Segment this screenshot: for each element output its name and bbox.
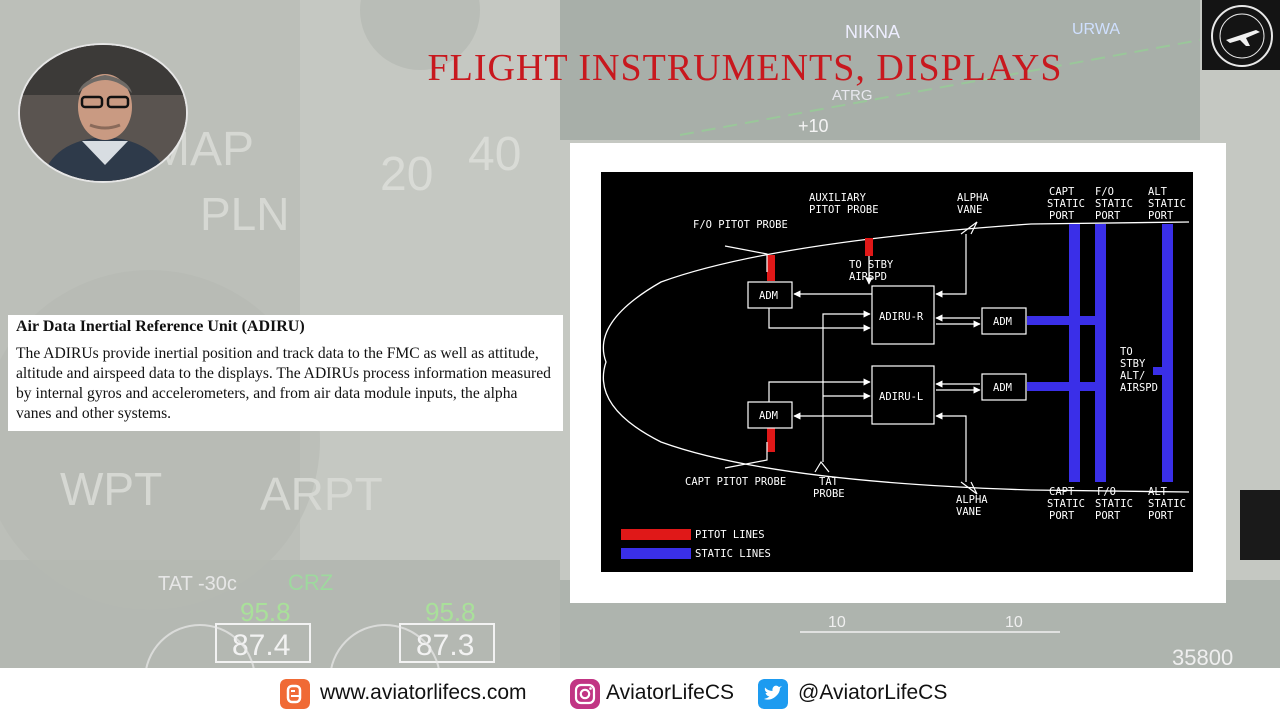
bg-n1-right-top: 95.8: [425, 597, 476, 627]
fo-pitot-line: [767, 255, 775, 281]
fuselage-outline: [602, 221, 1190, 493]
bg-num40: 40: [468, 128, 521, 181]
legend-pitot-label: PITOT LINES: [695, 529, 765, 541]
bg-n1-left: 87.4: [232, 629, 290, 662]
adm-r-static-connection: [1027, 316, 1105, 325]
aux-pitot-line: [865, 238, 873, 256]
label-capt-static-bot-2: STATIC: [1047, 498, 1085, 510]
label-adiru-l: ADIRU-L: [879, 391, 923, 403]
alt-static-line: [1162, 224, 1173, 482]
label-to-stby-2: AIRSPD: [849, 271, 887, 283]
adiru-heading: Air Data Inertial Reference Unit (ADIRU): [16, 318, 305, 335]
twitter-handle[interactable]: @AviatorLifeCS: [798, 681, 948, 704]
capt-pitot-line: [767, 428, 775, 452]
bg-arpt: ARPT: [260, 468, 383, 520]
label-capt-pitot-probe: CAPT PITOT PROBE: [685, 476, 786, 488]
label-adm-top-left: ADM: [759, 290, 778, 302]
bg-n1-right: 87.3: [416, 629, 474, 662]
twitter-icon[interactable]: [758, 679, 788, 709]
fo-pitot-probe-shape: [724, 245, 768, 272]
label-to-stby-alt-2: STBY: [1120, 358, 1146, 370]
label-tat-probe-1: TAT: [819, 476, 839, 488]
alpha-vane-bot-shape: [960, 481, 978, 495]
bg-num20: 20: [380, 148, 433, 201]
tat-probe-shape: [814, 460, 830, 473]
fo-static-line-top: [1095, 224, 1106, 482]
capt-static-line-top: [1069, 224, 1080, 482]
label-capt-static-bot-1: CAPT: [1049, 486, 1075, 498]
adm-box-top-right: [981, 307, 1027, 335]
label-aux-pitot-2: PITOT PROBE: [809, 204, 879, 216]
label-capt-static-1: CAPT: [1049, 186, 1075, 198]
bg-alt: 35800: [1172, 645, 1233, 670]
bg-nikna: NIKNA: [845, 22, 900, 42]
page-title: FLIGHT INSTRUMENTS, DISPLAYS: [427, 47, 1063, 89]
label-alt-static-2: STATIC: [1148, 198, 1186, 210]
label-alt-static-bot-1: ALT: [1148, 486, 1168, 498]
bg-ten-a: 10: [828, 614, 846, 631]
legend-static-swatch: [621, 548, 691, 559]
adm-box-top-left: [747, 281, 793, 309]
alpha-vane-top-shape: [960, 221, 978, 235]
bg-crz: CRZ: [288, 570, 333, 595]
bg-tat: TAT -30c: [158, 573, 237, 595]
label-tat-probe-2: PROBE: [813, 488, 845, 500]
presenter-avatar: [20, 45, 186, 181]
label-to-stby-alt-3: ALT/: [1120, 370, 1145, 382]
label-alpha-vane-top-2: VANE: [957, 204, 982, 216]
bg-pln: PLN: [200, 188, 289, 240]
label-alpha-vane-bot-1: ALPHA: [956, 494, 988, 506]
label-alt-static-bot-2: STATIC: [1148, 498, 1186, 510]
label-to-stby-alt-4: AIRSPD: [1120, 382, 1158, 394]
website-link[interactable]: www.aviatorlifecs.com: [320, 681, 527, 704]
channel-logo: [1202, 0, 1280, 70]
adm-box-bot-left: [747, 401, 793, 429]
air-data-system-diagram: F/O PITOT PROBE AUXILIARY PITOT PROBE TO…: [601, 172, 1193, 572]
adiru-description: The ADIRUs provide inertial position and…: [16, 345, 551, 422]
adm-l-static-connection: [1027, 382, 1105, 391]
label-alt-static-1: ALT: [1148, 186, 1168, 198]
presenter-webcam: [18, 43, 188, 183]
bg-atrg: ATRG: [832, 87, 873, 104]
capt-pitot-probe-shape: [724, 442, 768, 469]
adiru-r-box: [871, 285, 935, 345]
label-fo-static-3: PORT: [1095, 210, 1121, 222]
adiru-description-box: Air Data Inertial Reference Unit (ADIRU)…: [8, 315, 563, 431]
label-aux-pitot-1: AUXILIARY: [809, 192, 867, 204]
label-adiru-r: ADIRU-R: [879, 311, 924, 323]
label-capt-static-bot-3: PORT: [1049, 510, 1075, 522]
blogger-icon[interactable]: [280, 679, 310, 709]
bg-plus10: +10: [798, 116, 829, 136]
label-fo-static-bot-2: STATIC: [1095, 498, 1133, 510]
legend-pitot-swatch: [621, 529, 691, 540]
label-fo-pitot-probe: F/O PITOT PROBE: [693, 219, 788, 231]
adiru-l-box: [871, 365, 935, 425]
label-fo-static-1: F/O: [1095, 186, 1114, 198]
label-capt-static-3: PORT: [1049, 210, 1075, 222]
label-capt-static-2: STATIC: [1047, 198, 1085, 210]
instagram-handle[interactable]: AviatorLifeCS: [606, 681, 735, 704]
instagram-icon[interactable]: [570, 679, 600, 709]
bg-n1-left-top: 95.8: [240, 597, 291, 627]
stby-static-connection: [1153, 367, 1163, 375]
label-alpha-vane-bot-2: VANE: [956, 506, 981, 518]
legend-static-label: STATIC LINES: [695, 548, 771, 560]
adm-box-bot-right: [981, 373, 1027, 401]
label-to-stby-alt-1: TO: [1120, 346, 1133, 358]
label-to-stby-1: TO STBY: [849, 259, 894, 271]
label-alpha-vane-top-1: ALPHA: [957, 192, 989, 204]
aviatorlifecs-logo-icon: [1211, 5, 1273, 67]
label-adm-top-right: ADM: [993, 316, 1012, 328]
label-fo-static-2: STATIC: [1095, 198, 1133, 210]
bg-wpt: WPT: [60, 463, 162, 515]
label-adm-bot-right: ADM: [993, 382, 1012, 394]
label-adm-bot-left: ADM: [759, 410, 778, 422]
bg-urwa: URWA: [1072, 21, 1120, 38]
label-alt-static-3: PORT: [1148, 210, 1174, 222]
label-alt-static-bot-3: PORT: [1148, 510, 1174, 522]
label-fo-static-bot-3: PORT: [1095, 510, 1121, 522]
label-fo-static-bot-1: F/O: [1097, 486, 1116, 498]
bg-ten-b: 10: [1005, 614, 1023, 631]
